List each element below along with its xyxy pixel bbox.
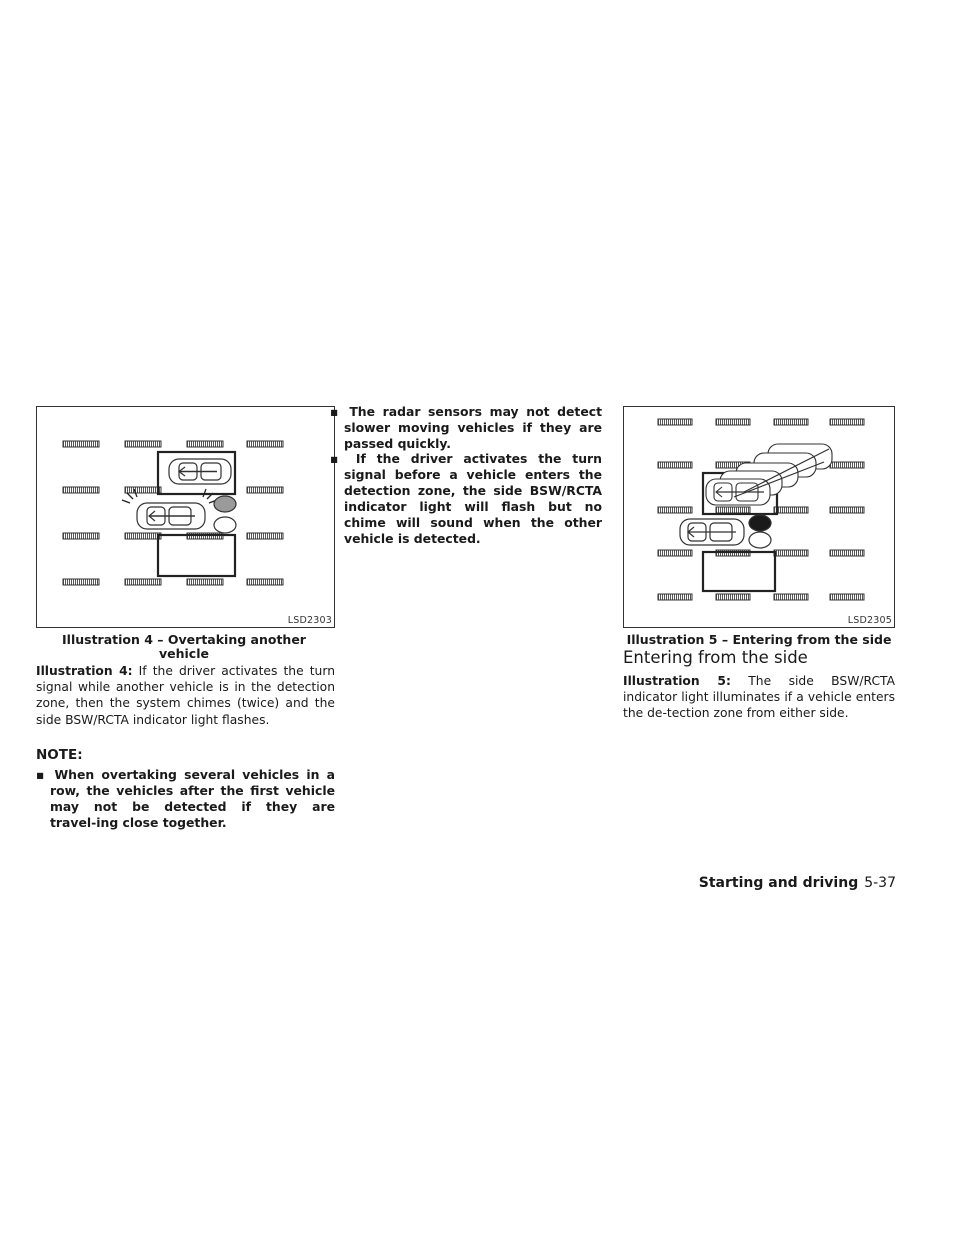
footer-section: Starting and driving <box>698 875 859 891</box>
illustration-4-caption: Illustration 4 – Overtaking another vehi… <box>62 632 306 661</box>
other-vehicle-icon <box>168 458 232 485</box>
detection-zone-lower <box>701 550 777 593</box>
figure-code: LSD2305 <box>847 615 892 626</box>
turn-signal-flash-marks <box>121 488 218 504</box>
detection-zone-upper <box>156 450 237 496</box>
illustration-5-caption: Illustration 5 – Entering from the side <box>626 632 892 647</box>
entering-from-side-diagram <box>657 418 865 601</box>
lane-markings <box>62 440 284 586</box>
para-text: The side BSW/RCTA indicator light illumi… <box>623 674 895 721</box>
page-number: 5-37 <box>864 875 896 891</box>
lane-markings <box>657 418 865 601</box>
own-vehicle-icon <box>136 502 206 530</box>
illustration-5-paragraph: Illustration 5: The side BSW/RCTA indica… <box>623 673 895 722</box>
note-heading: NOTE: <box>36 747 83 763</box>
note-bullet-2: ▪ The radar sensors may not detect slowe… <box>330 404 602 451</box>
indicator-light-off-icon <box>213 516 237 534</box>
own-vehicle-icon <box>679 518 745 546</box>
note-bullet-text: The radar sensors may not detect slower … <box>344 404 602 451</box>
para-text: If the driver activates the turn signal … <box>36 664 335 727</box>
note-bullet-1: ▪ When overtaking several vehicles in a … <box>36 767 335 830</box>
figure-code: LSD2303 <box>287 615 332 626</box>
detection-zone-lower <box>156 533 237 578</box>
entering-vehicle-sequence-icon <box>705 443 833 506</box>
section-title: Entering from the side <box>623 648 808 667</box>
note-bullet-text: When overtaking several vehicles in a ro… <box>50 767 335 830</box>
page-footer: Starting and driving 5-37 <box>699 875 896 891</box>
illustration-5-figure: LSD2305 <box>623 406 895 628</box>
illustration-4-figure: LSD2303 <box>36 406 335 628</box>
illustration-4-paragraph: Illustration 4: If the driver activates … <box>36 663 335 728</box>
indicator-light-on-icon <box>213 495 237 513</box>
para-label: Illustration 5: <box>623 674 731 688</box>
indicator-light-on-icon <box>748 514 772 532</box>
indicator-light-off-icon <box>748 531 772 549</box>
para-label: Illustration 4: <box>36 664 133 678</box>
note-bullet-3: ▪ If the driver activates the turn signa… <box>330 451 602 546</box>
overtaking-diagram <box>62 440 284 586</box>
note-bullet-text: If the driver activates the turn signal … <box>344 451 602 546</box>
